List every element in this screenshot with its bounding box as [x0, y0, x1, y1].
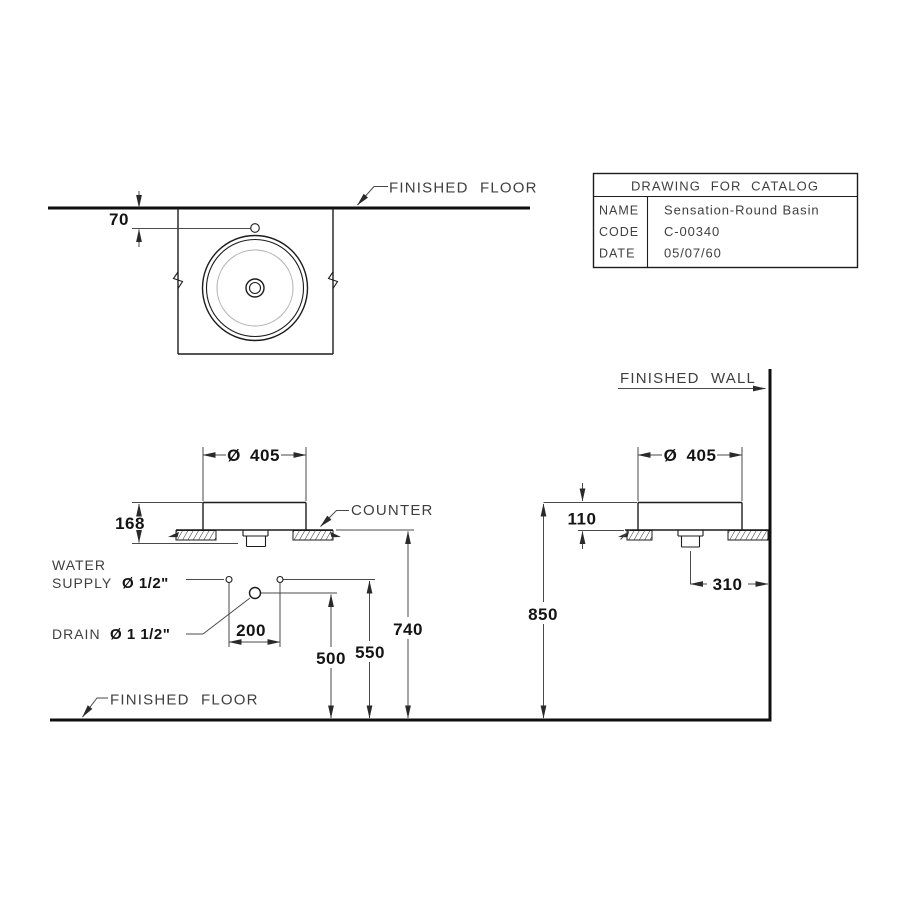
- counter-label: COUNTER: [351, 502, 434, 519]
- dim-drain-height: 500: [316, 649, 346, 668]
- dim-supply-height: 550: [355, 643, 385, 662]
- finished-floor-top-label: FINISHED FLOOR: [389, 180, 538, 197]
- drain-leader-diag: [202, 597, 251, 635]
- finished-wall-label: FINISHED WALL: [620, 370, 756, 387]
- drain-fitting-front: [242, 530, 269, 548]
- water-supply-size: Ø 1/2": [122, 575, 169, 592]
- drain-hole-outer: [245, 278, 265, 298]
- wall-and-floor: FINISHED WALL FINISHED FLOOR: [50, 369, 772, 722]
- counter-section-side-left: [626, 530, 653, 541]
- title-block-header: DRAWING FOR CATALOG: [631, 179, 819, 194]
- dim-supply-spacing: 200: [236, 621, 266, 640]
- basin-bowl-edge: [216, 249, 294, 327]
- title-row-name-value: Sensation-Round Basin: [664, 203, 820, 218]
- side-elevation: Ø 405 110 310 85: [528, 446, 769, 719]
- dim-rim-above-counter: 110: [568, 510, 597, 529]
- finished-floor-bottom-leader: [82, 697, 108, 718]
- title-row-code-label: CODE: [599, 225, 639, 239]
- dim-rim-height: 850: [528, 605, 558, 624]
- finished-floor-bottom-label: FINISHED FLOOR: [110, 692, 259, 709]
- counter-leader: [320, 510, 349, 527]
- counter-break-tick-side: [620, 529, 631, 540]
- break-mark-left: [172, 271, 184, 289]
- finished-floor-top-leader: [357, 186, 388, 206]
- title-block-border: [592, 172, 859, 269]
- counter-end-arrow-left: [168, 531, 179, 538]
- counter-section-side-right: [727, 530, 769, 541]
- dim-counter-height: 740: [393, 620, 423, 639]
- title-row-code-value: C-00340: [664, 224, 720, 239]
- water-supply-hole-right: [276, 575, 284, 584]
- drain-fitting-side: [677, 530, 704, 548]
- basin-outer-rim: [201, 234, 309, 342]
- title-block: DRAWING FOR CATALOG NAME Sensation-Round…: [592, 172, 859, 269]
- drain-hole-inner: [248, 281, 262, 295]
- front-elevation: Ø 405 168 COUNTER WAT: [52, 446, 434, 719]
- title-row-date-value: 05/07/60: [664, 246, 722, 261]
- title-row-date-label: DATE: [599, 247, 635, 261]
- faucet-hole: [250, 223, 260, 233]
- drain-label: DRAIN: [52, 626, 101, 642]
- counter-section-right: [292, 530, 334, 541]
- counter-end-arrow-right: [330, 531, 341, 538]
- break-mark-right: [327, 271, 339, 289]
- basin-inner-rim: [205, 238, 305, 338]
- water-supply-hole-left: [225, 575, 233, 584]
- dim-basin-diameter-side: Ø 405: [664, 446, 717, 465]
- water-supply-label-line2: SUPPLY: [52, 575, 112, 591]
- drain-outlet: [248, 586, 262, 600]
- dim-drain-to-wall: 310: [713, 575, 743, 594]
- counter-section-left: [175, 530, 217, 541]
- title-row-name-label: NAME: [599, 204, 639, 218]
- drain-size: Ø 1 1/2": [110, 626, 170, 643]
- dim-faucet-offset: 70: [109, 210, 129, 229]
- plan-view: 70 FINISHED FLOOR: [48, 180, 538, 355]
- water-supply-label-line1: WATER: [52, 557, 106, 573]
- dim-basin-diameter-front: Ø 405: [227, 446, 280, 465]
- dim-basin-height: 168: [115, 514, 145, 533]
